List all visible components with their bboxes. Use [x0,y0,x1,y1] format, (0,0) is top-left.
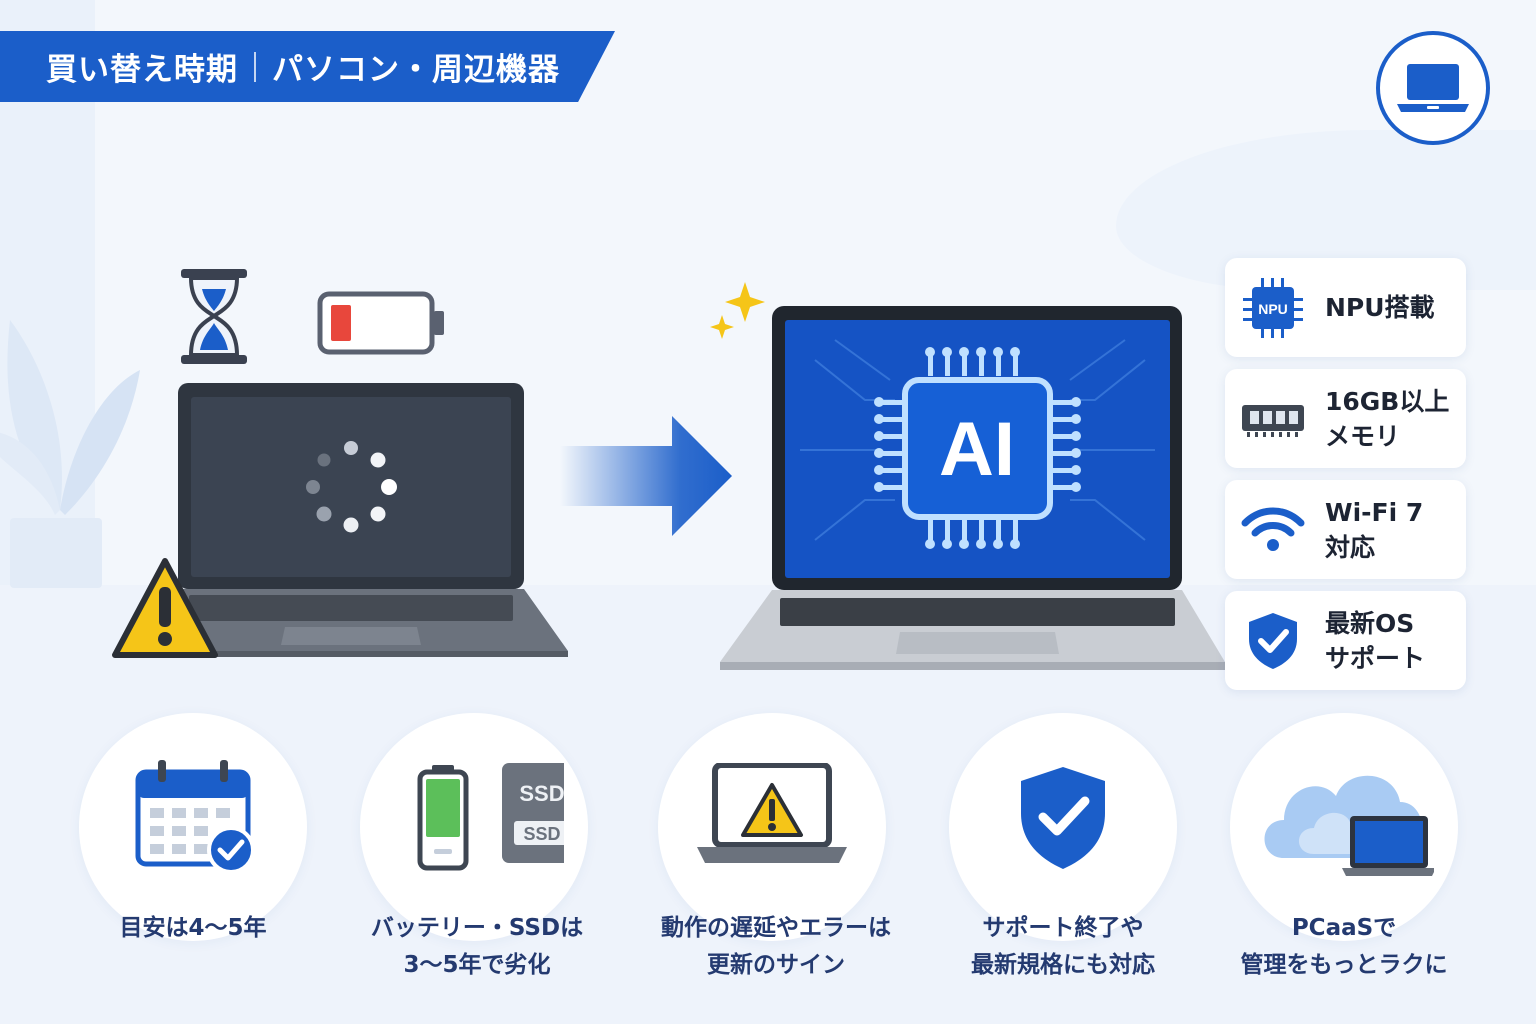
point-circle-cloud [1230,713,1458,941]
laptop-icon [1397,64,1469,112]
laptop-warning-icon [658,753,886,883]
point-caption-battery-ssd: バッテリー・SSDは 3〜5年で劣化 [317,910,637,984]
caption-line1: 動作の遅延やエラーは [661,915,891,941]
caption-line1: PCaaSで [1291,915,1397,941]
caption-line2: 更新のサイン [707,952,845,978]
loading-spinner-icon [306,441,397,533]
hourglass-icon [181,269,247,364]
feature-label-line2: 対応 [1325,532,1376,562]
feature-label-line1: 16GB以上 [1325,386,1450,416]
point-circle-battery-ssd: SSD SSD [360,713,588,941]
feature-card-memory: 16GB以上 メモリ [1225,369,1466,468]
ssd-label-text: SSD [523,824,560,844]
point-caption-calendar: 目安は4〜5年 [33,910,353,947]
caption-line2: 最新規格にも対応 [971,952,1155,978]
ai-chip-label: AI [939,407,1015,492]
caption-line1: サポート終了や [982,915,1144,941]
title-banner: 買い替え時期 パソコン・周辺機器 [0,31,615,102]
sparkle-icon [710,282,765,339]
right-arrow-icon [560,416,732,536]
feature-card-wifi: Wi-Fi 7 対応 [1225,480,1466,579]
point-caption-cloud: PCaaSで 管理をもっとラクに [1184,910,1504,984]
battery-ssd-icon: SSD SSD [360,753,588,883]
npu-chip-text: NPU [1258,301,1288,317]
feature-card-npu: NPU NPU搭載 [1225,258,1466,357]
feature-card-os: 最新OS サポート [1225,591,1466,690]
caption-line1: 目安は4〜5年 [119,915,267,941]
point-circle-shield [949,713,1177,941]
title-separator [254,51,256,82]
feature-label-line1: Wi-Fi 7 [1325,497,1424,527]
point-circle-laptop-warning [658,713,886,941]
ai-chip-icon: AI [874,347,1081,549]
feature-label-line2: サポート [1325,643,1426,673]
title-sub: パソコン・周辺機器 [272,52,560,88]
shield-check-icon [1241,613,1305,669]
warning-icon [112,558,218,658]
wifi-icon [1241,502,1305,558]
point-circle-calendar [79,713,307,941]
title-main: 買い替え時期 [46,52,238,88]
memory-icon [1241,391,1305,447]
old-laptop [112,269,568,658]
shield-check-icon [949,753,1177,883]
feature-label-line1: 最新OS [1325,608,1415,638]
feature-label: NPU搭載 [1325,293,1435,322]
npu-chip-icon: NPU [1241,278,1305,338]
caption-line2: 管理をもっとラクに [1240,952,1448,978]
ssd-top-text: SSD [519,781,564,806]
caption-line1: バッテリー・SSDは [370,915,584,941]
plant-decoration [0,320,140,588]
feature-label-line2: メモリ [1325,421,1401,451]
point-caption-laptop-warning: 動作の遅延やエラーは 更新のサイン [616,910,936,984]
cloud-laptop-icon [1230,753,1458,883]
calendar-check-icon [79,753,307,883]
caption-line2: 3〜5年で劣化 [403,952,551,978]
new-laptop: AI [710,282,1225,670]
point-caption-shield: サポート終了や 最新規格にも対応 [903,910,1223,984]
laptop-badge [1376,31,1490,145]
low-battery-icon [317,291,444,355]
